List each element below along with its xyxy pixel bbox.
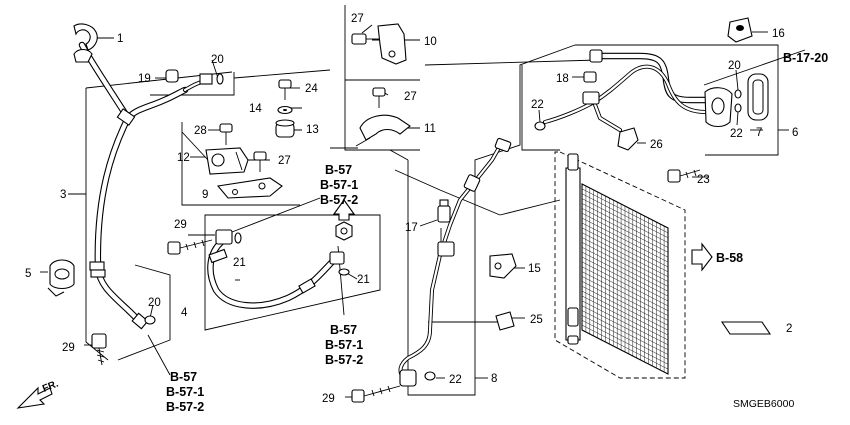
callout-27b: 27 — [404, 91, 417, 103]
section-references: B-57 B-57-1 B-57-2 B-57 B-57-1 B-57-2 B-… — [166, 51, 828, 414]
callout-7: 7 — [756, 127, 762, 139]
liquid-line-8 — [351, 137, 517, 403]
clamp-5 — [47, 259, 75, 297]
callout-18: 18 — [556, 73, 569, 85]
callout-15: 15 — [528, 263, 541, 275]
brackets-10-11 — [351, 23, 411, 147]
group-brackets — [85, 5, 779, 396]
callout-22b: 22 — [730, 128, 743, 140]
suction-pipe-6 — [534, 17, 769, 183]
callout-25: 25 — [530, 314, 543, 326]
callout-16: 16 — [772, 28, 785, 40]
ref-top-b571: B-57-1 — [320, 178, 358, 192]
callout-3: 3 — [60, 189, 66, 201]
callout-29c: 29 — [322, 393, 335, 405]
ref-top-b57: B-57 — [325, 163, 352, 177]
ref-top-b572: B-57-2 — [320, 193, 358, 207]
callout-numbers: 1 2 3 4 5 6 7 8 9 10 11 12 13 14 15 16 1… — [25, 13, 798, 405]
callout-6: 6 — [792, 127, 798, 139]
ref-mid-b57: B-57 — [330, 323, 357, 337]
condenser-assembly — [565, 153, 669, 375]
callout-29a: 29 — [174, 219, 187, 231]
front-arrow — [16, 386, 53, 409]
diagram-code: SMGEB6000 — [733, 398, 794, 410]
callout-22a: 22 — [531, 99, 544, 111]
callout-14: 14 — [249, 103, 262, 115]
label-sticker — [720, 321, 772, 335]
callout-1: 1 — [117, 33, 123, 45]
callout-21b: 21 — [357, 274, 370, 286]
callout-4: 4 — [181, 307, 188, 319]
callout-28: 28 — [194, 125, 207, 137]
callout-11: 11 — [424, 123, 436, 135]
callout-22c: 22 — [449, 374, 462, 386]
callout-8: 8 — [491, 373, 497, 385]
callout-19: 19 — [138, 73, 151, 85]
callout-5: 5 — [25, 268, 31, 280]
callout-10: 10 — [424, 36, 437, 48]
ref-b58: B-58 — [716, 251, 743, 265]
callout-20b: 20 — [148, 297, 161, 309]
callout-9: 9 — [202, 189, 208, 201]
callout-29b: 29 — [62, 342, 75, 354]
callout-20c: 20 — [728, 60, 741, 72]
callout-12: 12 — [177, 152, 190, 164]
discharge-hose-4 — [167, 199, 356, 309]
ref-bot-b571: B-57-1 — [166, 385, 204, 399]
callout-23: 23 — [697, 174, 710, 186]
bracket-parts — [205, 79, 295, 199]
callout-2: 2 — [786, 323, 792, 335]
callout-20a: 20 — [211, 54, 224, 66]
callout-17: 17 — [405, 222, 418, 234]
b58-arrow — [691, 242, 713, 272]
ref-mid-b572: B-57-2 — [325, 353, 363, 367]
ref-b1720: B-17-20 — [783, 51, 828, 65]
callout-24: 24 — [305, 83, 318, 95]
suction-hose-3 — [73, 23, 212, 330]
ref-bot-b57: B-57 — [170, 370, 197, 384]
callout-13: 13 — [306, 124, 319, 136]
small-parts-top-left — [91, 69, 224, 366]
callout-26: 26 — [650, 139, 663, 151]
callout-27a: 27 — [351, 13, 364, 25]
callout-27c: 27 — [278, 155, 291, 167]
ref-bot-b572: B-57-2 — [166, 400, 204, 414]
ref-mid-b571: B-57-1 — [325, 338, 363, 352]
front-indicator-label: FR. — [41, 378, 60, 394]
callout-21a: 21 — [233, 257, 246, 269]
